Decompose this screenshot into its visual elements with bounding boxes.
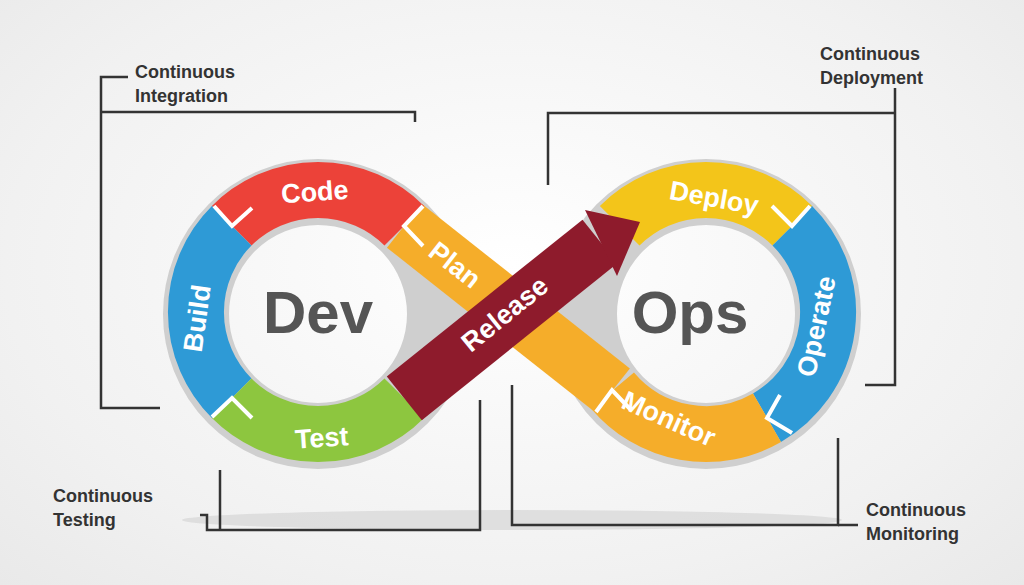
brackets — [101, 77, 895, 530]
joint — [214, 206, 252, 226]
segment-joints — [212, 206, 810, 433]
monitoring-bracket-tick — [838, 524, 858, 527]
integration-bracket — [101, 77, 160, 408]
process-segment: Test — [294, 421, 350, 456]
phase-label: Continuous Monitoring — [866, 498, 1006, 546]
joint — [404, 206, 423, 246]
band — [196, 190, 828, 434]
band-shadow — [196, 192, 828, 436]
joint — [772, 206, 810, 226]
deployment-bracket — [865, 88, 895, 385]
release-arrowhead — [585, 210, 640, 276]
joint — [212, 398, 252, 418]
joint — [767, 395, 792, 433]
center-title: Ops — [632, 278, 749, 347]
segment-label: Test — [294, 421, 350, 456]
center-title: Dev — [263, 278, 373, 347]
process-segment: Code — [280, 174, 349, 210]
testing-bracket-tick — [219, 470, 222, 530]
segment-label: Code — [280, 174, 349, 210]
phase-label: Continuous Testing — [53, 484, 193, 532]
integration-bracket-top — [101, 112, 415, 122]
phase-label: Continuous Deployment — [820, 42, 960, 90]
phase-label: Continuous Integration — [135, 60, 275, 108]
